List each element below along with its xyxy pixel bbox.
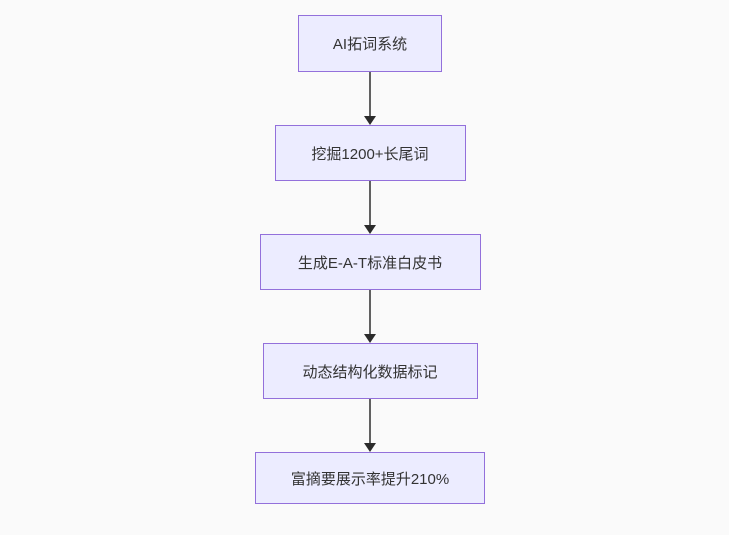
arrowhead-down-icon — [364, 225, 376, 234]
edge-n3-n4 — [363, 290, 377, 343]
edge-n4-n5 — [363, 399, 377, 452]
edge-n2-n3 — [363, 181, 377, 234]
edge-n1-n2 — [363, 72, 377, 125]
flowchart-node-eat-whitepaper: 生成E-A-T标准白皮书 — [259, 234, 481, 290]
flowchart-node-ai-keyword-system: AI拓词系统 — [298, 15, 442, 72]
flowchart-node-structured-data-markup: 动态结构化数据标记 — [262, 343, 478, 399]
arrowhead-down-icon — [364, 116, 376, 125]
flowchart-node-longtail-mining: 挖掘1200+长尾词 — [274, 125, 466, 181]
arrowhead-down-icon — [364, 334, 376, 343]
flowchart-node-rich-snippet-lift: 富摘要展示率提升210% — [255, 452, 485, 504]
node-label: 动态结构化数据标记 — [302, 363, 438, 381]
flowchart: AI拓词系统 挖掘1200+长尾词 生成E-A-T标准白皮书 动态结构化数据标记… — [255, 15, 485, 504]
edge-line — [369, 72, 371, 116]
node-label: AI拓词系统 — [332, 36, 408, 53]
node-label: 生成E-A-T标准白皮书 — [297, 254, 443, 272]
edge-line — [369, 181, 371, 225]
edge-line — [369, 290, 371, 334]
node-label: 富摘要展示率提升210% — [290, 470, 450, 488]
edge-line — [369, 399, 371, 443]
arrowhead-down-icon — [364, 443, 376, 452]
node-label: 挖掘1200+长尾词 — [311, 145, 429, 163]
